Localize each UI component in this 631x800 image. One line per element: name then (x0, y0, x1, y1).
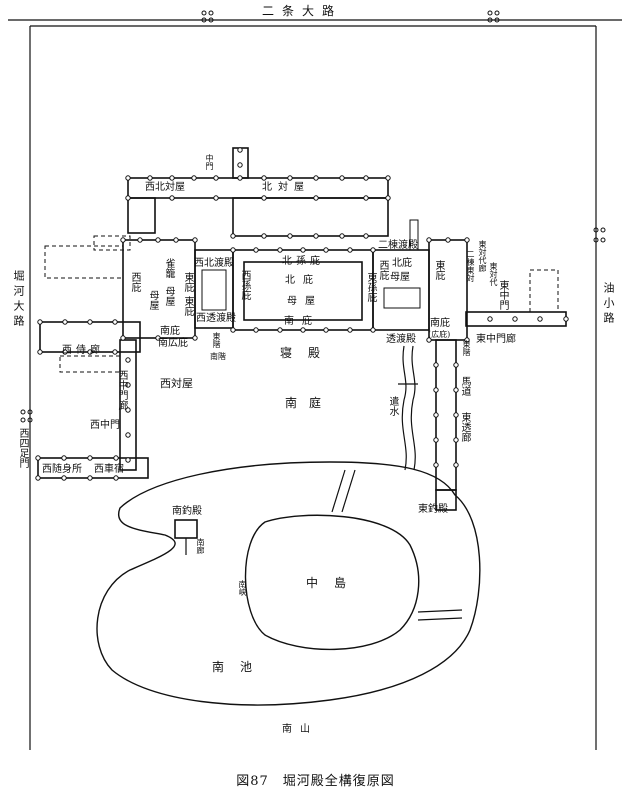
west-gate-label: 西四足門 (17, 428, 28, 468)
figure-caption: 図87 堀河殿全構復原図 (236, 774, 395, 789)
higashi-tsuridono-label: 東釣殿 (418, 504, 448, 515)
nishi-sukiwatadono-label: 西透渡殿 (196, 313, 236, 324)
yarimizu-label: 遣水 (387, 396, 398, 416)
nishi-moya-label: 母屋 (147, 290, 158, 310)
higashi-tai-moya-label: 母屋 (390, 272, 410, 283)
nishi-magobisashi-label: 西孫庇 (239, 270, 250, 300)
nishi-kuruma-label: 西車宿 (94, 464, 124, 475)
nishi-minami-label: 南庇 (160, 326, 180, 337)
nishi-kita-watadono-label: 西北渡殿 (194, 258, 234, 269)
nishi-zuishin-label: 西随身所 (42, 464, 82, 475)
higashi-tai-kita-label: 北庇 (392, 258, 412, 269)
naka-mon-top-label: 中門 (205, 154, 214, 170)
nakajima-label: 中島 (306, 576, 363, 590)
south-steps-label: 南階 (210, 352, 226, 361)
nishi-naka-mon-label: 西中門 (90, 420, 120, 431)
minami-tsuridono-label: 南釣殿 (172, 506, 202, 517)
bridges (185, 469, 463, 621)
kita-hisashi-outer-label: 北孫庇 (282, 256, 324, 267)
gate-markers (20, 10, 606, 423)
higashi-tai-higashi-label: 東庇 (433, 260, 444, 280)
column-posts (35, 147, 569, 481)
minami-ike-label: 南池 (212, 660, 269, 674)
minami-yama-label: 南山 (282, 724, 318, 735)
pond-outer-shore (96, 461, 481, 706)
higashi-tai-nishi-label: 西庇 (377, 260, 388, 280)
central-island (244, 514, 420, 651)
nishi-hisashi-label: 西庇 (129, 272, 140, 292)
shinden-label: 寝殿 (280, 346, 337, 360)
higashi-tainoya-label: 東対代 (489, 262, 498, 286)
minami-hiro-hisashi-label: 南広庇 (158, 338, 188, 349)
futamune-watadono-label: 二棟渡殿 (378, 240, 418, 251)
kita-hisashi-label: 北庇 (285, 275, 321, 286)
minami-hisashi-label: 南庇 (284, 316, 320, 327)
higashi-chumonro-label: 東中門廊 (476, 334, 516, 345)
sukiwatadono-label: 透渡殿 (386, 334, 416, 345)
dashed-outlines (44, 235, 559, 373)
higashi-tainoya-ro-label: 東対代廊 (478, 240, 487, 272)
higashi-minami-label: 東庇 (182, 296, 193, 316)
higashi-magobisashi-label: 東孫庇 (365, 272, 376, 302)
minami-ro-label: 南廊 (196, 538, 205, 554)
nishi-chumonro-label: 西中門廊 (116, 370, 127, 410)
nishi-samurai-label: 西侍廊 (62, 345, 104, 356)
uma-michi-label: 馬道 (459, 376, 470, 396)
higashi-tainoya-south-label: 二棟東対 (466, 250, 475, 282)
nishi-tainoya-label: 西対屋 (160, 377, 193, 390)
east-steps2-label: 東階 (462, 340, 471, 356)
minami-hisashi-hiro-label: 南庇 (430, 318, 450, 329)
kita-tainoya-label: 北対屋 (262, 182, 310, 193)
higashi-naka-mon-label: 東中門 (497, 280, 508, 310)
road-north-label: 二条大路 (262, 4, 343, 18)
road-west-label: 堀河大路 (12, 270, 25, 330)
precinct-boundary (8, 19, 622, 750)
road-east-label: 油小路 (602, 282, 615, 327)
minami-tei-label: 南庭 (285, 396, 334, 410)
minami-kyo-label: 南峡 (238, 580, 247, 596)
suzaku-label: 雀籠 (163, 258, 174, 278)
east-steps-label: 東階 (212, 332, 221, 348)
higashi-sukiro-label: 東透廊 (459, 412, 470, 442)
higashi-hisashi-left-label: 東庇 (182, 272, 193, 292)
stream (398, 345, 418, 471)
nishi-moya-left-label: 母屋 (163, 286, 174, 306)
nishi-kita-tainoya-label: 西北対屋 (145, 182, 185, 193)
moya-center-label: 母屋 (287, 296, 323, 307)
hiro-hisashi-label: (広庇) (428, 330, 451, 339)
